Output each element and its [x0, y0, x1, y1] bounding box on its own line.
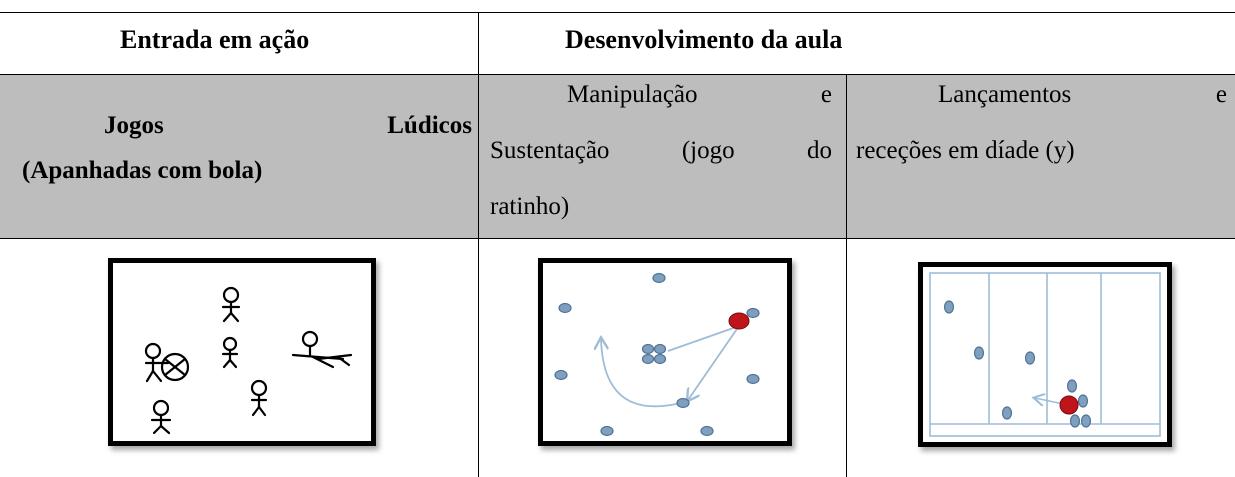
court-illustration [929, 272, 1161, 437]
word-manipulacao: Manipulação [567, 81, 698, 108]
ball-marker [1059, 395, 1079, 415]
stick-figure-icon [150, 399, 172, 435]
manipulation-illustration [554, 272, 760, 437]
cell-jogos-line2: (Apanhadas com bola) [22, 157, 263, 184]
word-do: do [806, 137, 832, 164]
cell-jogos-line1: Jogos Lúdicos [22, 109, 472, 143]
player-markers [554, 272, 760, 437]
cell-lancamentos-line2: receções em díade (y) [856, 137, 1075, 164]
header-bottom-border [0, 74, 1235, 75]
stick-figure-icon [250, 379, 268, 417]
stick-figure-icon [221, 286, 241, 323]
word-ludicos: Lúdicos [387, 112, 472, 139]
word-e-1: e [820, 81, 832, 108]
court-lines [929, 272, 1161, 437]
col-divider-2 [846, 75, 847, 477]
header-entrada: Entrada em ação [120, 25, 310, 54]
word-lancamentos: Lançamentos [938, 81, 1072, 108]
word-jogos: Jogos [104, 112, 164, 139]
stick-figures-illustration [144, 286, 353, 435]
header-desenvolvimento: Desenvolvimento da aula [565, 25, 843, 54]
row2-shade [0, 75, 1235, 238]
row2-bottom-border [0, 238, 1235, 239]
player-markers [943, 300, 1092, 428]
ball-marker [728, 312, 750, 330]
col-divider-1 [478, 12, 479, 477]
cell-manipulacao-line1: Manipulação e [490, 78, 832, 112]
word-e-2: e [1215, 81, 1227, 108]
table-top-border [0, 12, 1235, 13]
word-jogo: (jogo [681, 137, 735, 164]
diagram-apanhadas [108, 258, 376, 446]
word-sustentacao: Sustentação [490, 137, 610, 164]
stick-figure-icon [221, 336, 239, 369]
stick-figure-with-ball-icon [144, 342, 190, 383]
stick-figure-diving-icon [291, 330, 353, 369]
cell-manipulacao-line2: Sustentação (jogo do [490, 134, 832, 168]
cell-lancamentos-line1: Lançamentos e [856, 78, 1227, 112]
diagram-lancamentos [918, 262, 1172, 447]
diagram-manipulacao [538, 258, 792, 446]
cell-manipulacao-line3: ratinho) [490, 193, 570, 220]
